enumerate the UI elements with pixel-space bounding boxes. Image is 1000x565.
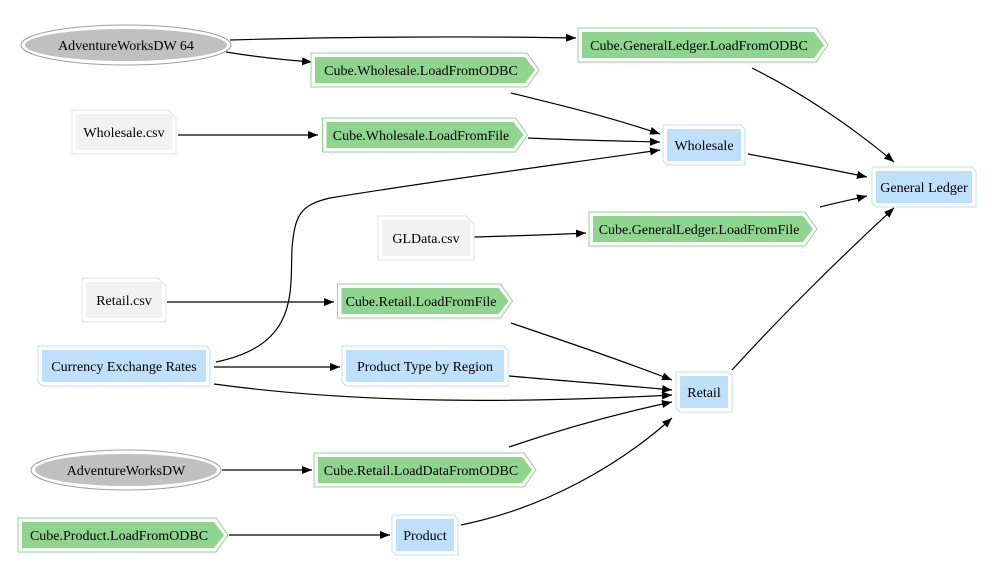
node-label-rt_odbc: Cube.Retail.LoadDataFromODBC [324,464,518,479]
database-shape-adw [35,454,217,486]
edge-product-to-retail [460,417,673,526]
node-label-retail: Retail [687,386,721,401]
node-wh_odbc[interactable]: Cube.Wholesale.LoadFromODBC [310,52,540,88]
node-rt_odbc[interactable]: Cube.Retail.LoadDataFromODBC [313,452,537,488]
node-prod_odbc[interactable]: Cube.Product.LoadFromODBC [17,517,229,553]
process-shape-rt_file [341,288,509,314]
node-label-adw64: AdventureWorksDW 64 [58,39,194,54]
edge-rt_odbc-to-retail [508,400,673,448]
edge-gl_file-to-general_ledger [819,194,868,208]
node-label-wholesale_csv: Wholesale.csv [83,126,164,141]
file-shape-retail_csv [86,282,162,318]
edge-adw64-to-wh_odbc [225,51,313,66]
edge-gldata_csv-to-gl_file [473,229,587,238]
edge-adw64-to-gl_odbc [229,33,577,42]
process-shape-wh_odbc [315,57,535,83]
cube-shape-wholesale [667,129,741,161]
node-label-gldata_csv: GLData.csv [392,232,459,247]
edge-currency-to-retail [213,383,673,401]
node-label-product: Product [403,529,447,544]
node-label-wh_file: Cube.Wholesale.LoadFromFile [333,129,510,144]
file-shape-wholesale_csv [76,114,172,150]
node-wh_file[interactable]: Cube.Wholesale.LoadFromFile [322,117,529,153]
cube-shape-retail [680,376,728,408]
node-gl_odbc[interactable]: Cube.GeneralLedger.LoadFromODBC [577,27,829,63]
edge-ptype-to-retail [508,375,673,394]
node-wholesale_csv[interactable]: Wholesale.csv [71,109,177,155]
edge-wh_odbc-to-wholesale [510,92,661,135]
edge-layer [167,33,895,539]
edge-currency-to-wholesale [215,147,661,363]
node-product[interactable]: Product [391,514,459,556]
node-ptype[interactable]: Product Type by Region [341,345,509,387]
node-label-wholesale: Wholesale [674,139,733,154]
database-shape-adw64 [25,29,227,61]
file-shape-gldata_csv [382,220,470,256]
node-label-rt_file: Cube.Retail.LoadFromFile [346,295,497,310]
node-wholesale[interactable]: Wholesale [662,124,746,166]
node-label-ptype: Product Type by Region [357,360,493,375]
cube-shape-product [396,519,454,551]
process-shape-gl_file [593,216,813,242]
node-label-retail_csv: Retail.csv [96,294,152,309]
node-adw[interactable]: AdventureWorksDW [30,449,222,491]
cube-shape-general_ledger [876,171,972,203]
edge-wholesale-to-general_ledger [747,153,868,179]
node-label-adw: AdventureWorksDW [67,464,186,479]
edge-retail-to-general_ledger [731,207,895,371]
node-label-gl_odbc: Cube.GeneralLedger.LoadFromODBC [590,39,808,54]
process-shape-prod_odbc [22,522,224,548]
node-layer: AdventureWorksDW 64 AdventureWorksDW Whole… [17,24,977,556]
process-shape-wh_file [326,122,524,148]
node-rt_file[interactable]: Cube.Retail.LoadFromFile [337,283,514,319]
edge-wh_file-to-wholesale [527,137,661,146]
process-shape-gl_odbc [582,32,824,58]
node-gldata_csv[interactable]: GLData.csv [377,215,475,261]
node-label-wh_odbc: Cube.Wholesale.LoadFromODBC [324,64,518,79]
cube-shape-currency [42,350,206,382]
node-gl_file[interactable]: Cube.GeneralLedger.LoadFromFile [588,211,818,247]
node-label-prod_odbc: Cube.Product.LoadFromODBC [30,529,208,544]
edge-gl_odbc-to-general_ledger [751,67,895,163]
node-retail_csv[interactable]: Retail.csv [81,277,167,323]
node-currency[interactable]: Currency Exchange Rates [37,345,211,387]
node-retail[interactable]: Retail [675,371,733,413]
node-label-general_ledger: General Ledger [880,181,968,196]
cube-shape-ptype [346,350,504,382]
edge-rt_file-to-retail [510,322,673,381]
node-adw64[interactable]: AdventureWorksDW 64 [20,24,232,66]
database-outline-adw64 [20,24,232,66]
database-outline-adw [30,449,222,491]
process-shape-rt_odbc [318,457,532,483]
node-label-gl_file: Cube.GeneralLedger.LoadFromFile [599,223,800,238]
node-general_ledger[interactable]: General Ledger [871,166,977,208]
node-label-currency: Currency Exchange Rates [51,360,196,375]
